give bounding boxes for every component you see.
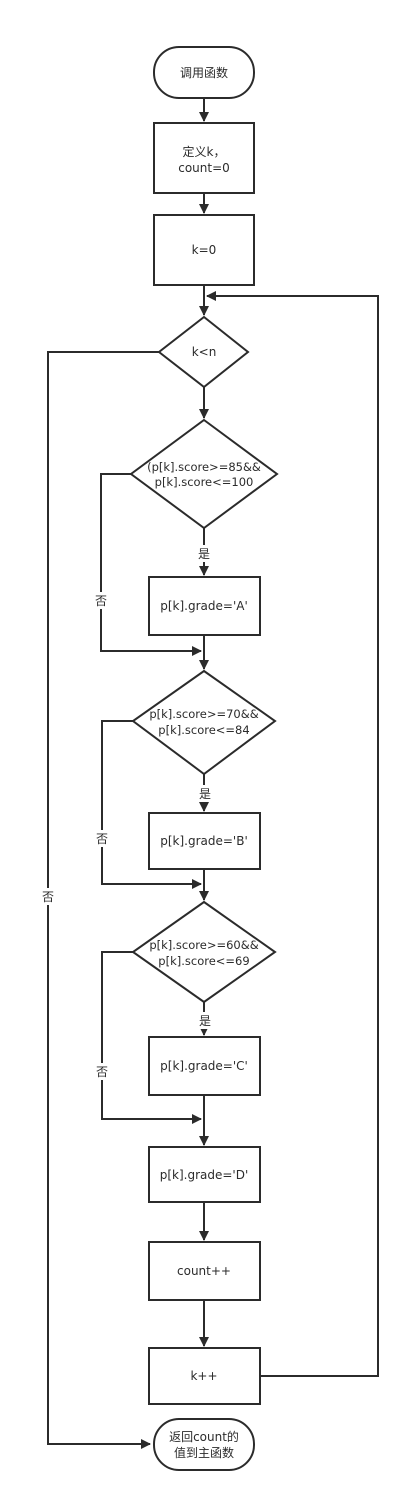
start-node: 调用函数 — [153, 46, 255, 99]
grade-d-node: p[k].grade='D' — [148, 1146, 261, 1203]
edge-loop-back — [206, 291, 379, 1377]
count-increment-label: count++ — [177, 1264, 231, 1278]
no-label-c: 否 — [96, 1065, 108, 1079]
yes-label-a: 是 — [198, 547, 210, 561]
no-label-b: 否 — [96, 832, 108, 846]
loop-condition-node: k<n — [157, 315, 250, 389]
edge-cond-c-no — [101, 951, 202, 1124]
grade-a-label: p[k].grade='A' — [160, 599, 248, 613]
edge-cond-b-no — [101, 720, 202, 889]
condition-a-node: (p[k].score>=85&& p[k].score<=100 — [129, 418, 279, 530]
yes-label-c: 是 — [199, 1014, 211, 1028]
condition-c-node: p[k].score>=60&& p[k].score<=69 — [131, 900, 277, 1004]
edge-labels: 是 否 是 否 是 否 否 — [39, 545, 213, 1080]
count-increment-node: count++ — [148, 1241, 261, 1301]
grade-d-label: p[k].grade='D' — [160, 1168, 249, 1182]
k-increment-node: k++ — [148, 1347, 261, 1405]
condition-c-label-line2: p[k].score<=69 — [158, 954, 249, 968]
start-label: 调用函数 — [180, 65, 228, 80]
grade-b-label: p[k].grade='B' — [160, 834, 248, 848]
k-increment-label: k++ — [190, 1369, 217, 1383]
define-label-line1: 定义k， — [183, 144, 226, 159]
loop-condition-label: k<n — [192, 345, 217, 359]
grade-c-label: p[k].grade='C' — [160, 1059, 248, 1073]
condition-b-node: p[k].score>=70&& p[k].score<=84 — [131, 669, 277, 776]
grade-c-node: p[k].grade='C' — [148, 1036, 261, 1096]
condition-b-label-line1: p[k].score>=70&& — [149, 707, 258, 721]
end-node: 返回count的 值到主函数 — [153, 1418, 255, 1471]
no-label-a: 否 — [95, 594, 107, 608]
grade-a-node: p[k].grade='A' — [148, 576, 261, 636]
edge-loop-no — [47, 351, 159, 1449]
end-label-line1: 返回count的 — [169, 1429, 239, 1444]
define-label-line2: count=0 — [178, 161, 230, 175]
condition-c-label-line1: p[k].score>=60&& — [149, 938, 258, 952]
k-init-label: k=0 — [192, 243, 217, 257]
define-node: 定义k， count=0 — [153, 122, 255, 194]
grade-b-node: p[k].grade='B' — [148, 812, 261, 870]
condition-b-label-line2: p[k].score<=84 — [158, 723, 249, 737]
no-label-loop: 否 — [42, 890, 54, 904]
condition-a-label-line1: (p[k].score>=85&& — [147, 460, 261, 474]
k-init-node: k=0 — [153, 214, 255, 286]
condition-a-label-line2: p[k].score<=100 — [155, 475, 254, 489]
edge-cond-a-no — [100, 473, 202, 656]
end-label-line2: 值到主函数 — [174, 1445, 234, 1460]
yes-label-b: 是 — [199, 787, 211, 801]
